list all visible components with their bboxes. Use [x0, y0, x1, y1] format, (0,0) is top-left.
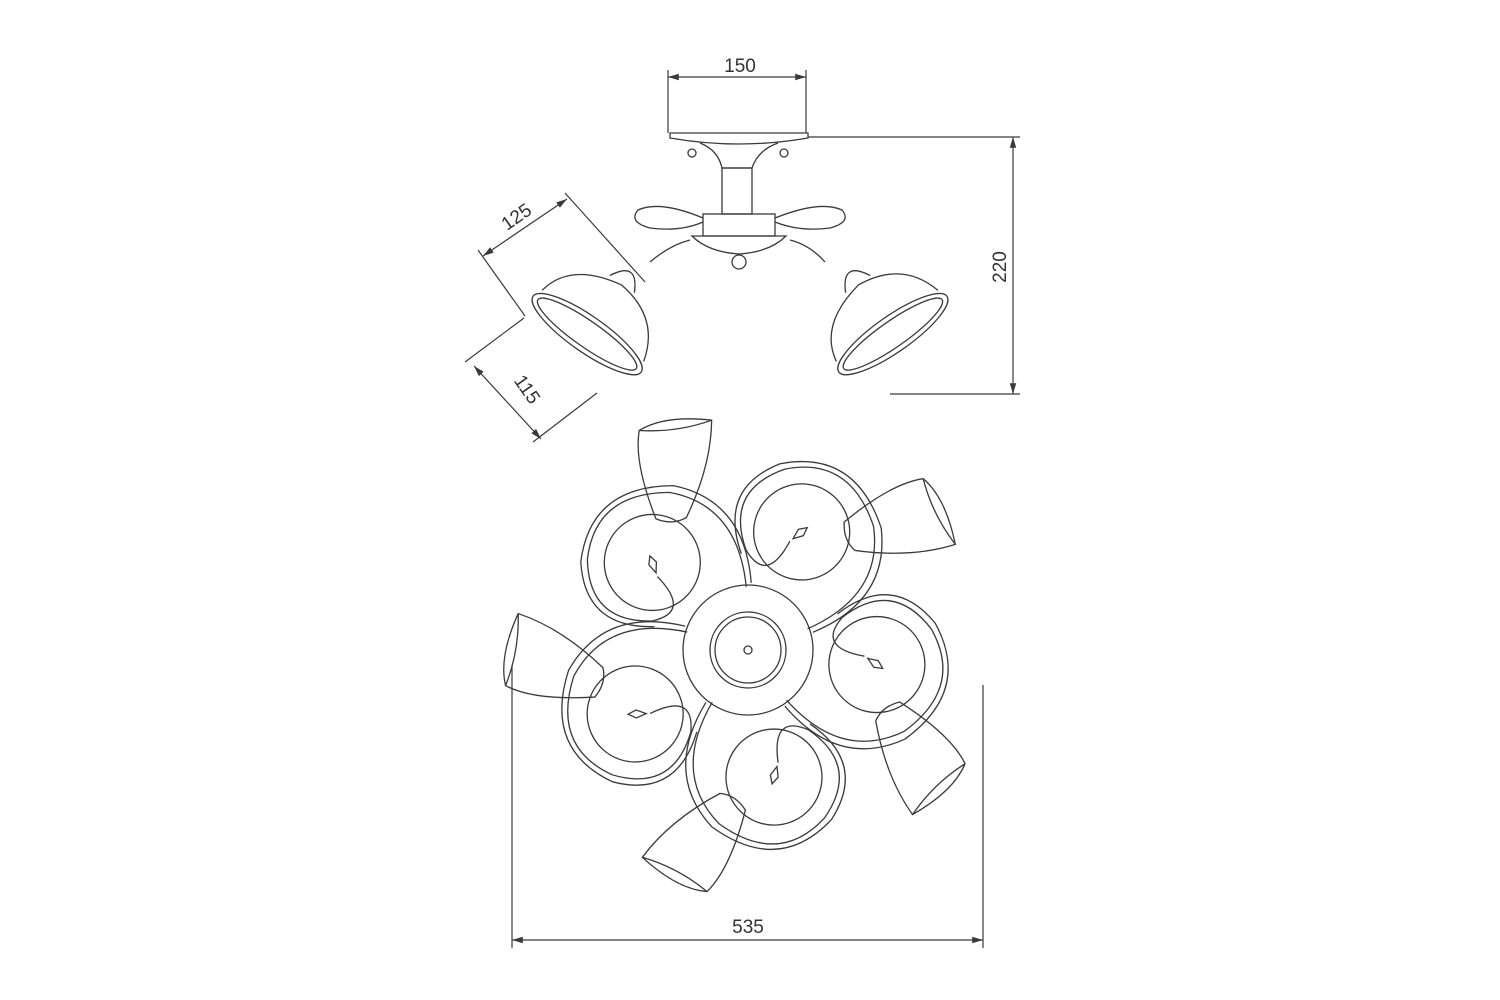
shade-right [830, 270, 949, 376]
arm-right [774, 205, 846, 230]
side-view [531, 132, 949, 376]
dimension-label: 220 [990, 251, 1011, 283]
mount-bracket [699, 142, 779, 169]
dimension-115: 115 [464, 317, 598, 443]
dimension-125: 125 [477, 192, 646, 317]
dimension-150: 150 [667, 56, 807, 133]
top-view-arm [580, 418, 752, 628]
screw-icon [687, 148, 697, 158]
dimension-535: 535 [511, 665, 984, 948]
dimension-label: 150 [724, 56, 756, 77]
canopy-inner [709, 611, 787, 689]
dimension-220: 220 [808, 136, 1020, 395]
hub-bowl [690, 235, 788, 255]
arm-right-stem [789, 239, 826, 263]
canopy [669, 132, 809, 145]
stem [721, 167, 753, 215]
top-view-arm [734, 460, 957, 633]
center-screw [743, 645, 753, 655]
canopy-outer [682, 584, 814, 716]
finial [731, 254, 747, 270]
hub [702, 213, 776, 237]
top-view-arm [784, 594, 966, 816]
top-view [503, 418, 966, 893]
shade-left [531, 270, 650, 376]
dimension-label: 115 [509, 371, 544, 408]
top-view-arm [503, 612, 698, 786]
top-view-arm [641, 701, 846, 893]
arm-left-stem [649, 239, 691, 263]
arm-left [634, 205, 704, 230]
dimension-label: 535 [732, 917, 764, 938]
dimension-label: 125 [498, 200, 536, 235]
screw-icon [779, 148, 789, 158]
